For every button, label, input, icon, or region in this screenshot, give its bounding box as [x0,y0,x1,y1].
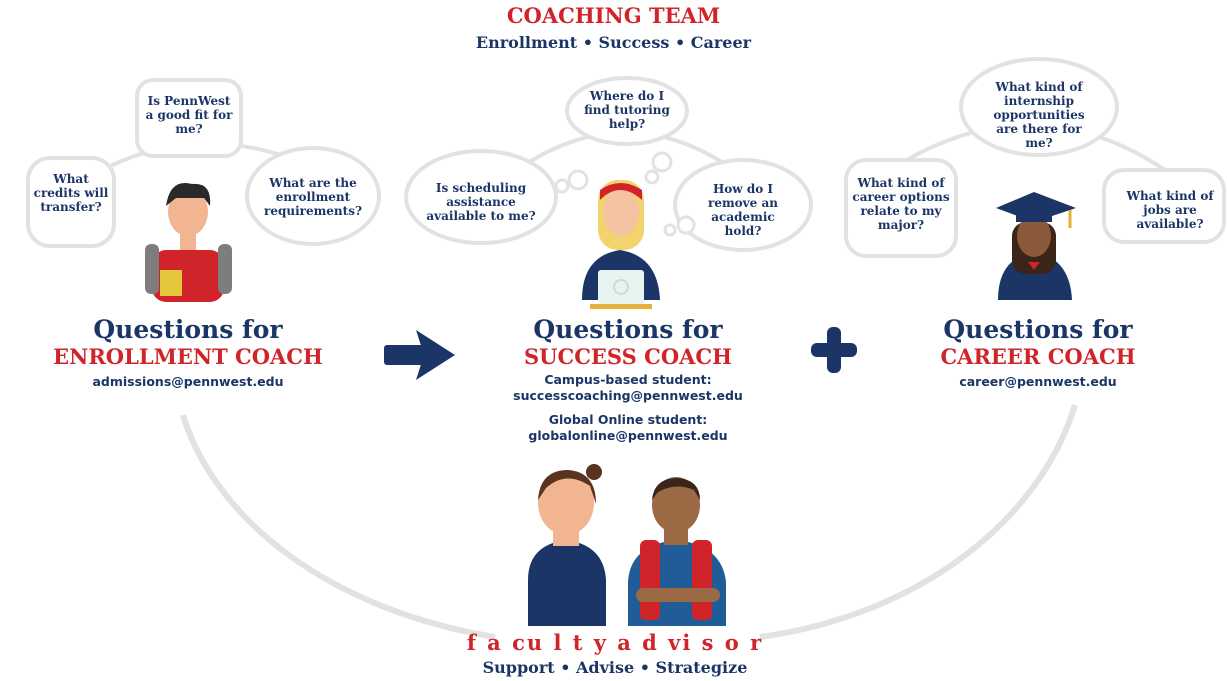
speech-bubble-career-options [844,158,958,258]
speech-bubble-academic-hold [673,158,813,252]
campus-student-label: Campus-based student: [544,372,712,387]
page-subtitle: Enrollment • Success • Career [475,33,752,52]
campus-email-link[interactable]: successcoaching@pennwest.edu [513,388,743,403]
enrollment-coach-section: Questions for ENROLLMENT COACH admission… [48,316,328,390]
enrollment-coach-title: ENROLLMENT COACH [53,344,323,369]
enrollment-student-illustration [145,182,232,302]
online-student-label: Global Online student: [548,412,708,427]
faculty-advisor-title: f a cu l t y a d vi s o r [466,630,764,655]
enrollment-heading: Questions for [93,315,283,344]
speech-bubble-scheduling [404,149,558,245]
bubble-text-career-options: What kind of career options relate to my… [852,176,950,232]
success-coach-title: SUCCESS COACH [524,344,732,369]
enrollment-email-link[interactable]: admissions@pennwest.edu [92,374,284,389]
right-connector-arc [759,404,1078,640]
bubble-text-tutoring: Where do I find tutoring help? [584,89,670,131]
success-heading: Questions for [533,315,723,344]
speech-bubble-jobs [1102,168,1226,244]
career-heading: Questions for [943,315,1133,344]
arrow-right-icon [384,330,455,380]
career-email-link[interactable]: career@pennwest.edu [959,374,1117,389]
online-email-link[interactable]: globalonline@pennwest.edu [528,428,728,443]
speech-bubble-credits [26,156,116,248]
bubble-text-credits: What credits will transfer? [33,172,109,214]
faculty-advisor-illustration [528,464,726,626]
bubble-text-pennwest-fit: Is PennWest a good fit for me? [145,94,233,136]
career-coach-section: Questions for CAREER COACH career@pennwe… [900,316,1176,390]
bubble-text-academic-hold: How do I remove an academic hold? [708,182,778,238]
page-title: COACHING TEAM [506,3,721,28]
success-coach-section: Questions for SUCCESS COACH Campus-based… [478,316,778,444]
left-connector-arc [180,414,496,640]
speech-bubble-pennwest-fit [135,78,243,158]
bubble-text-jobs: What kind of jobs are available? [1126,189,1214,231]
speech-bubble-requirements [245,146,381,246]
speech-bubble-tutoring [565,76,689,146]
bubble-text-requirements: What are the enrollment requirements? [264,176,362,218]
bubble-text-scheduling: Is scheduling assistance available to me… [426,181,536,223]
bubble-text-internship: What kind of internship opportunities ar… [993,80,1085,150]
career-graduate-illustration [996,192,1076,300]
success-coach-illustration [582,180,660,309]
speech-bubble-internship [959,57,1119,157]
plus-icon [811,327,857,373]
advisor-tagline: Support • Advise • Strategize [482,658,748,677]
thought-dots [554,151,696,237]
career-coach-title: CAREER COACH [940,344,1136,369]
